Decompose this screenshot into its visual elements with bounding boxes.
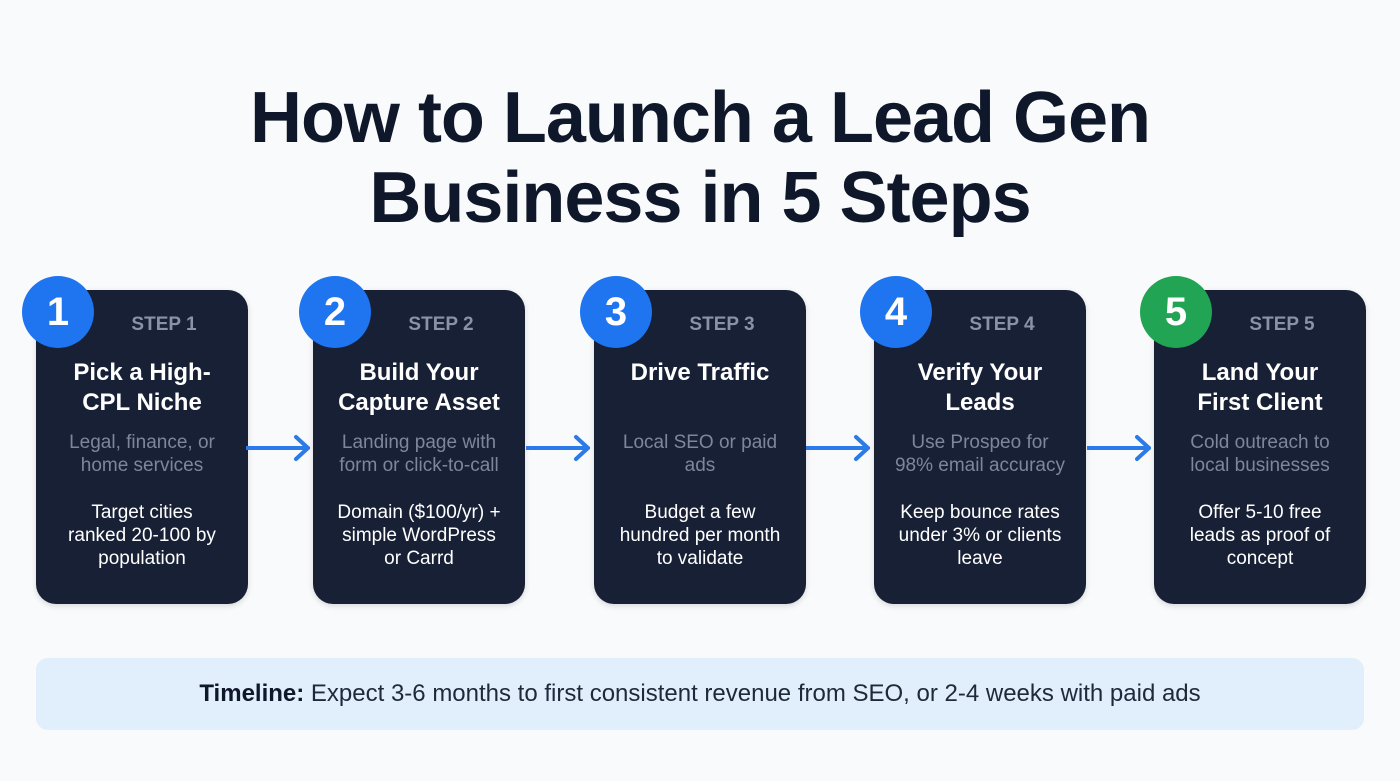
title-line-2: Business in 5 Steps bbox=[369, 158, 1031, 238]
step-label: STEP 2 bbox=[408, 314, 474, 335]
timeline-text: Expect 3-6 months to first consistent re… bbox=[304, 680, 1201, 707]
step-label: STEP 3 bbox=[689, 314, 755, 335]
step-title: Pick a High-CPL Niche bbox=[73, 359, 211, 416]
arrow-right-icon bbox=[524, 434, 592, 462]
step-number-badge: 2 bbox=[299, 276, 371, 348]
timeline-label: Timeline: bbox=[199, 680, 305, 707]
arrow-right-icon bbox=[244, 434, 312, 462]
title-line-1: How to Launch a Lead Gen bbox=[249, 78, 1151, 158]
step-label: STEP 1 bbox=[131, 314, 197, 335]
step-number-badge: 3 bbox=[580, 276, 652, 348]
timeline-banner: Timeline: Expect 3-6 months to first con… bbox=[36, 658, 1364, 730]
arrow-right-icon bbox=[1085, 434, 1153, 462]
arrow-right-icon bbox=[804, 434, 872, 462]
step-title: Drive Traffic bbox=[630, 359, 770, 386]
step-number-badge: 4 bbox=[860, 276, 932, 348]
page-title: How to Launch a Lead Gen Business in 5 S… bbox=[0, 78, 1400, 238]
step-label: STEP 5 bbox=[1249, 314, 1315, 335]
step-label: STEP 4 bbox=[969, 314, 1035, 335]
step-number-badge: 5 bbox=[1140, 276, 1212, 348]
step-number-badge: 1 bbox=[22, 276, 94, 348]
